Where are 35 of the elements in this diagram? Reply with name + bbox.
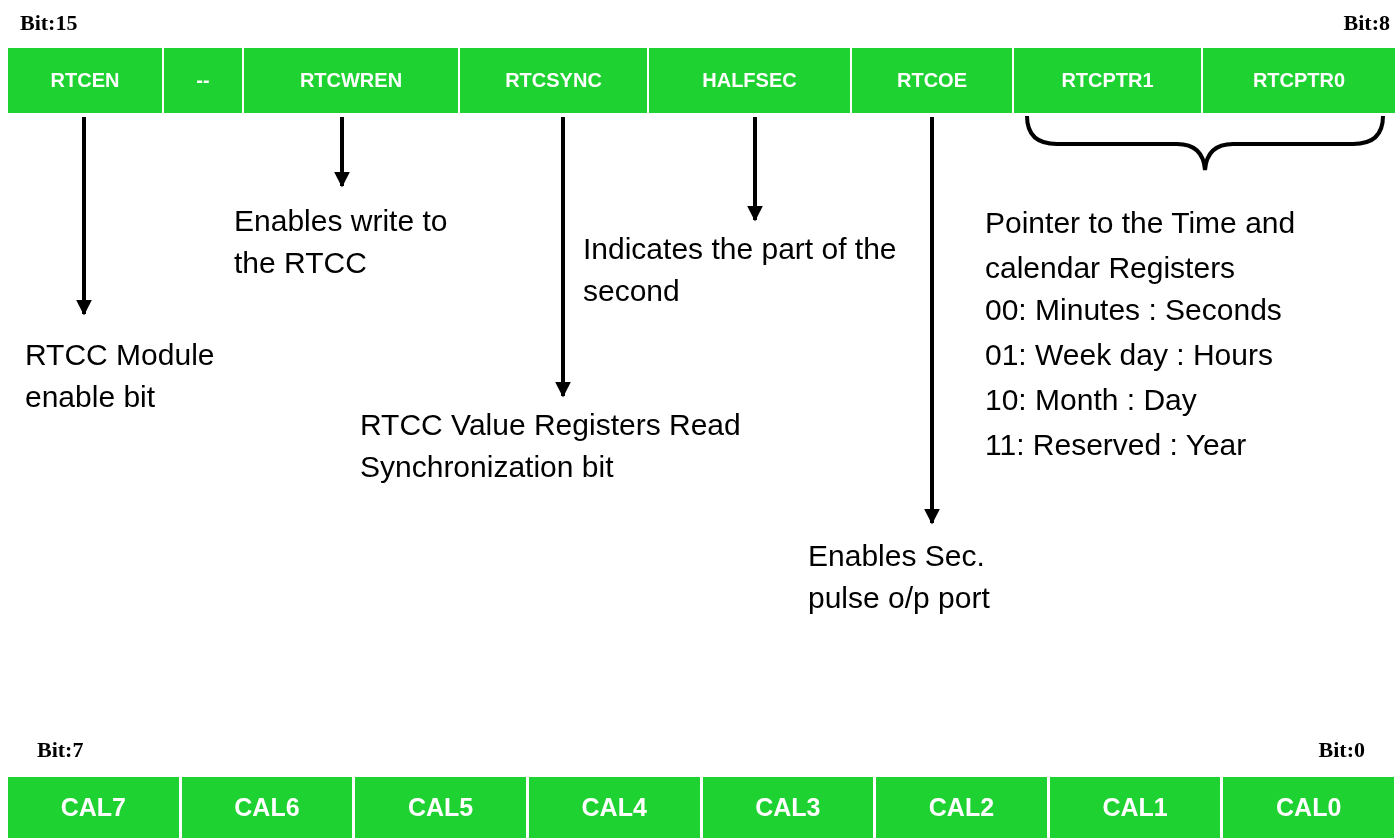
register-bit-cell: CAL1 (1049, 777, 1221, 838)
register-bit-cell: HALFSEC (649, 48, 850, 113)
arrow (747, 117, 763, 222)
register-bit-cell: RTCOE (852, 48, 1012, 113)
register-bit-cell: RTCEN (8, 48, 162, 113)
bit-description: Enables Sec. pulse o/p port (808, 523, 1043, 619)
register-bit-cell: RTCWREN (244, 48, 458, 113)
bit-number: Bit:0 (1318, 737, 1365, 763)
bit-number: Bit:15 (20, 10, 78, 36)
register-bit-cell: CAL2 (876, 777, 1047, 838)
register-bit-cell: CAL5 (355, 777, 526, 838)
arrow (76, 117, 92, 316)
bit-number: Bit:8 (1343, 10, 1390, 36)
description-text: 01: Week day : Hours (985, 337, 1273, 373)
description-text: Pointer to the Time and calendar Registers (985, 205, 1297, 286)
bit-description: Enables write to the RTCC (234, 186, 469, 284)
register-bit-cell: -- (164, 48, 242, 113)
bit-description: RTCC Module enable bit (25, 314, 270, 418)
description-text: 00: Minutes : Seconds (985, 292, 1282, 328)
register-bit-cell: CAL3 (702, 777, 874, 838)
register-bit-cell: RTCSYNC (460, 48, 647, 113)
bit-description: Indicates the part of the second (583, 220, 918, 312)
arrow (924, 117, 940, 525)
register-bit-cell: RTCPTR1 (1014, 48, 1201, 113)
register-bit-cell: CAL7 (8, 777, 179, 838)
register-bit-cell: CAL4 (528, 777, 700, 838)
arrow (334, 117, 350, 188)
arrow (555, 117, 571, 398)
bit-description: RTCC Value Registers Read Synchronization bit (360, 396, 850, 488)
register-bit-cell: CAL0 (1223, 777, 1394, 838)
bit-number: Bit:7 (37, 737, 84, 763)
description-text: 11: Reserved : Year (985, 427, 1247, 463)
register-bit-cell: RTCPTR0 (1203, 48, 1395, 113)
register-bit-cell: CAL6 (181, 777, 353, 838)
description-text: 10: Month : Day (985, 382, 1197, 418)
